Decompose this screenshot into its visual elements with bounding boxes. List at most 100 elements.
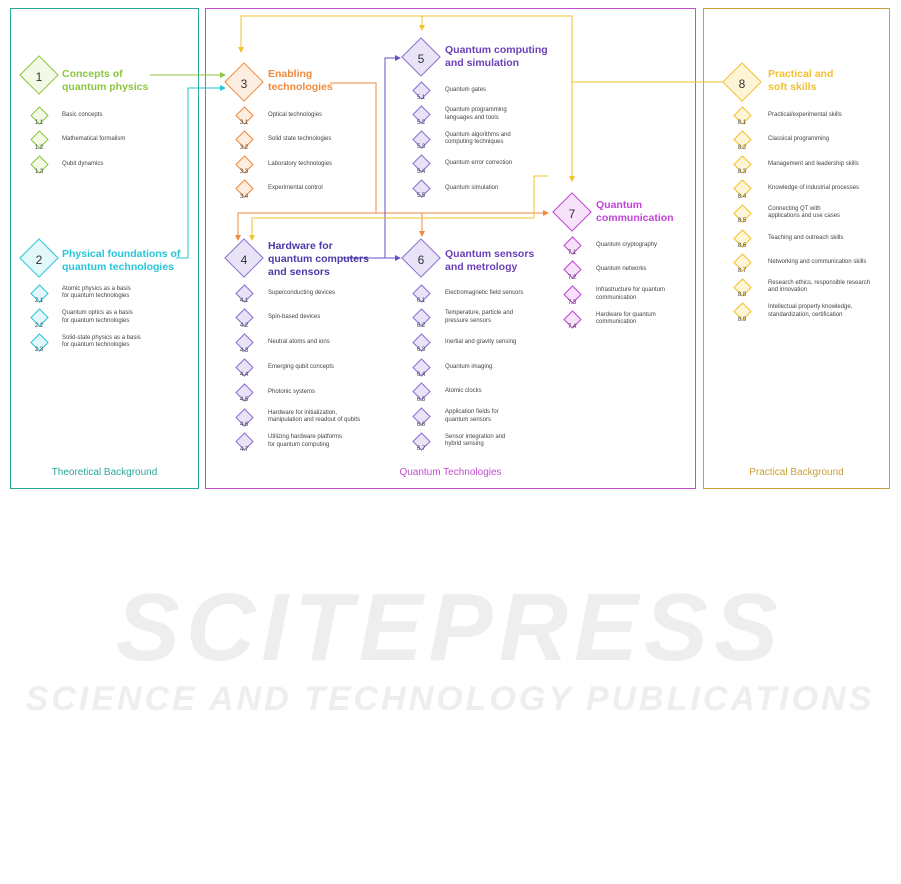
group-4-diamond-number-text: 4 [240,253,248,267]
item-1-1-label: Basic concepts [62,111,103,118]
item-8-1-diamond-number: 8.1 [727,111,757,129]
group-6-diamond-number-text: 6 [417,253,425,267]
item-4-7-diamond-number: 4.7 [229,438,259,456]
panel-quantum-technologies: Quantum Technologies [205,8,696,489]
item-8-9-diamond-number-text: 8.9 [737,316,747,323]
item-6-3-diamond-number-text: 6.3 [416,347,426,354]
item-3-2-diamond-number: 3.2 [229,136,259,154]
group-5-diamond-number-text: 5 [417,52,425,66]
item-3-3-label: Laboratory technologies [268,160,333,167]
item-3-2-label: Solid state technologies [268,136,332,142]
item-3-1-label: Optical technologies [268,111,323,118]
item-7-2-label: Quantum networks [596,266,647,273]
item-6-2-diamond-number-text: 6.2 [416,322,426,329]
panel-title-practical: Practical Background [749,467,844,478]
item-6-6-diamond-number: 6.6 [406,413,436,431]
item-8-4-diamond-number-text: 8.4 [737,193,747,200]
arrow-to-4b [249,217,534,241]
item-8-5-diamond-number-text: 8.5 [737,218,747,225]
item-4-5-diamond-number: 4.5 [229,388,259,406]
item-7-4-diamond-number-text: 7.4 [567,324,577,331]
group-8-diamond-number: 8 [727,75,757,93]
item-5-4-diamond-number-text: 5.4 [416,168,426,175]
item-8-2-label: Classical programming [768,136,830,143]
item-4-7-diamond-number-text: 4.7 [239,446,249,453]
group-2-diamond-number-text: 2 [35,253,43,267]
group-7-diamond-number-text: 7 [568,207,576,221]
item-8-1-label: Practical/experimental skills [768,111,842,118]
item-4-4-diamond-number: 4.4 [229,363,259,381]
group-1-diamond-number: 1 [24,68,54,86]
item-5-5-diamond-number: 5.5 [406,184,436,202]
item-8-6-label: Teaching and outreach skills [768,234,844,241]
item-5-1-diamond-number: 5.1 [406,86,436,104]
group-5-diamond-number: 5 [406,50,436,68]
item-2-3-diamond-number: 2.3 [24,338,54,356]
item-2-1-diamond-number: 2.1 [24,289,54,307]
item-4-1-diamond-number-text: 4.1 [239,298,249,304]
item-4-3-diamond-number: 4.3 [229,339,259,357]
item-5-2-diamond-number-text: 5.2 [416,119,426,126]
item-4-2-diamond-number: 4.2 [229,314,259,332]
item-3-2-diamond-number-text: 3.2 [239,144,249,151]
item-8-3-label: Management and leadership skills [768,160,859,167]
item-8-7-diamond-number-text: 8.7 [737,267,747,274]
item-7-3-diamond-number-text: 7.3 [567,299,577,306]
item-8-9-diamond-number: 8.9 [727,308,757,326]
item-6-7-diamond-number-text: 6.7 [416,446,426,453]
watermark-sub: SCIENCE AND TECHNOLOGY PUBLICATIONS [26,680,875,718]
item-6-2-diamond-number: 6.2 [406,314,436,332]
arrow-to-4 [533,175,548,218]
panel-title-quantum: Quantum Technologies [399,467,502,478]
watermark-main: SCITEPRESS [116,574,784,681]
arrow-3-to-4 [235,212,376,241]
item-4-1-label: Superconducting devices [268,289,336,296]
item-8-7-label: Networking and communication skills [768,259,867,266]
group-7-diamond-number: 7 [557,205,587,223]
item-5-2-diamond-number: 5.2 [406,111,436,129]
item-6-7-diamond-number: 6.7 [406,437,436,455]
item-4-4-label: Emerging qubit concepts [268,363,335,370]
item-6-1-diamond-number-text: 6.1 [416,298,426,304]
item-4-1-diamond-number: 4.1 [229,289,259,307]
item-3-3-diamond-number: 3.3 [229,160,259,178]
item-2-1-diamond-number-text: 2.1 [34,298,44,304]
item-8-6-diamond-number-text: 8.6 [737,243,747,249]
arrow-top-loop [238,15,573,82]
item-1-1-diamond-number-text: 1.1 [34,120,44,126]
item-1-2-diamond-number-text: 1.2 [34,144,44,151]
item-8-1-diamond-number-text: 8.1 [737,120,747,126]
connector-lines [150,15,728,261]
item-7-1-label: Quantum cryptography [596,241,658,248]
item-6-4-diamond-number-text: 6.4 [416,372,426,379]
item-4-6-diamond-number: 4.6 [229,413,259,431]
item-8-7-diamond-number: 8.7 [727,259,757,277]
item-1-2-diamond-number: 1.2 [24,136,54,154]
item-6-3-diamond-number: 6.3 [406,338,436,356]
item-1-3-diamond-number-text: 1.3 [34,169,44,175]
item-7-3-diamond-number: 7.3 [557,291,587,309]
arrow-4-to-5 [384,55,401,258]
item-6-3-label: Inertial and gravity sensing [445,338,517,345]
group-2-diamond-number: 2 [24,251,54,269]
panel-theoretical: Theoretical Background [10,8,199,489]
item-4-2-label: Spin-based devices [268,314,321,321]
group-8-diamond-number-text: 8 [738,77,746,91]
item-3-3-diamond-number-text: 3.3 [239,169,249,175]
panel-practical: Practical Background [703,8,890,489]
item-8-8-diamond-number-text: 8.8 [737,292,747,299]
